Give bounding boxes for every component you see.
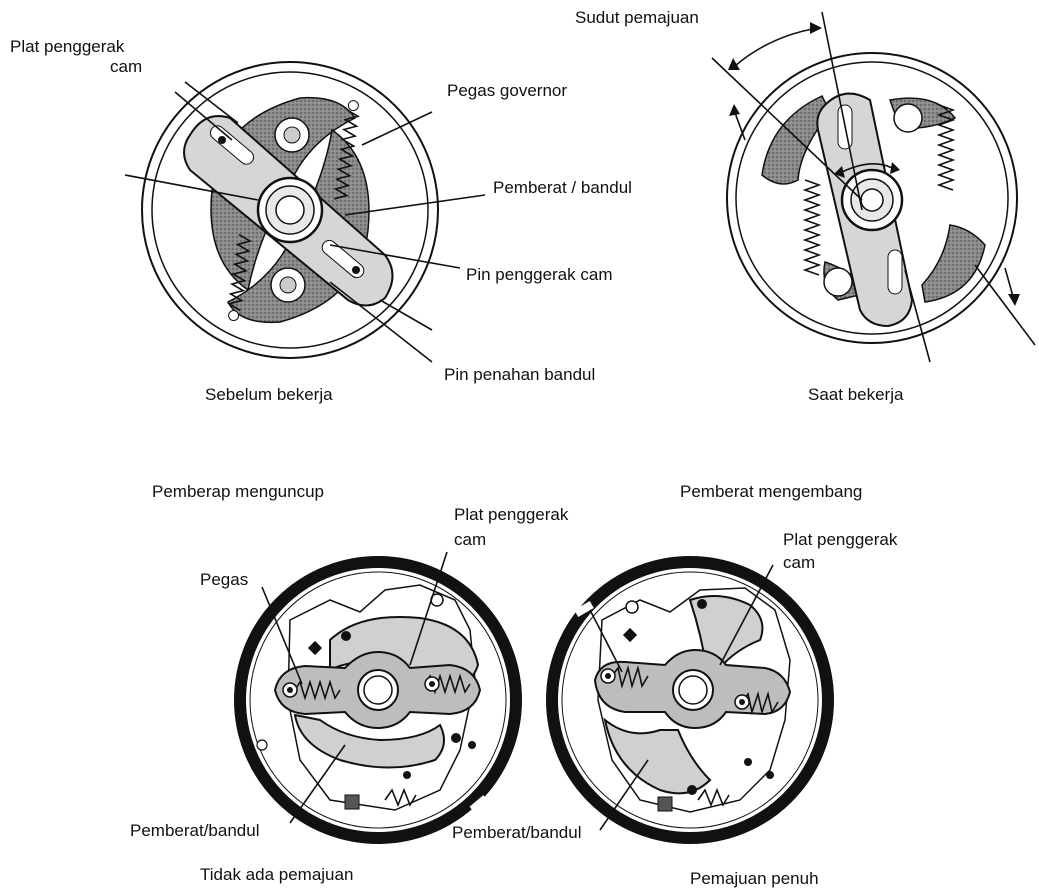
spring-label: Pegas governor: [447, 81, 567, 100]
spring-label-3: Pegas: [200, 570, 248, 589]
caption-before-operation: Sebelum bekerja: [205, 385, 333, 404]
weight-label-3: Pemberat/bandul: [130, 821, 259, 840]
plate-label-3-line1: Plat penggerak: [454, 505, 569, 524]
governor-before-operation: Plat penggerak cam Pegas governor Pember…: [10, 37, 632, 404]
shaft-hub-inner: [364, 676, 392, 704]
weight-pivot-bottom-core: [280, 277, 296, 293]
weight-pivot-bottom-2: [824, 268, 852, 296]
caption-during-operation: Saat bekerja: [808, 385, 904, 404]
plate-label-line2: cam: [110, 57, 142, 76]
advance-angle-label: Sudut pemajuan: [575, 8, 699, 27]
governor-hub-shaft: [276, 196, 304, 224]
governor-during-operation: Sudut pemajuan Saat bekerja: [575, 8, 1035, 404]
weight-pivot-top-2: [894, 104, 922, 132]
shaft-hub-inner-2: [679, 676, 707, 704]
weight-pivot-top-core: [284, 127, 300, 143]
caption-full-advance: Pemajuan penuh: [690, 869, 819, 888]
plate-label-3-line2: cam: [454, 530, 486, 549]
advance-angle-arc: [735, 28, 818, 66]
governor-hub-shaft-2: [861, 189, 883, 211]
plate-label-4-line1: Plat penggerak: [783, 530, 898, 549]
plate-label-line1: Plat penggerak: [10, 37, 125, 56]
expanded-state-title: Pemberat mengembang: [680, 482, 862, 501]
weight-label: Pemberat / bandul: [493, 178, 632, 197]
caption-no-advance: Tidak ada pemajuan: [200, 865, 353, 884]
cam-pin: [218, 136, 226, 144]
cam-pin-label: Pin penggerak cam: [466, 265, 612, 284]
cam-pin-lower: [352, 266, 360, 274]
cam-plate-slot-bottom-2: [888, 250, 902, 294]
plate-label-4-line2: cam: [783, 553, 815, 572]
weight-label-4: Pemberat/bandul: [452, 823, 581, 842]
weight-pin-label: Pin penahan bandul: [444, 365, 595, 384]
retracted-state-title: Pemberap menguncup: [152, 482, 324, 501]
